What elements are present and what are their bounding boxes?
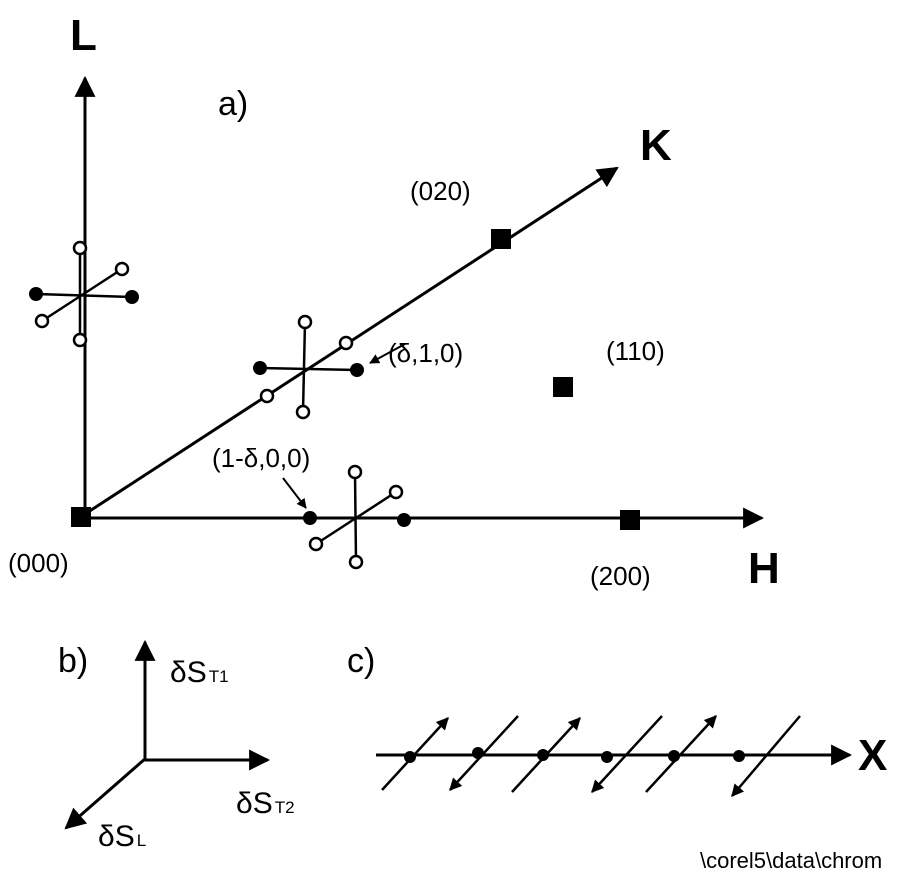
label-satellite-k: (δ,1,0): [388, 338, 463, 368]
k-axis-label: K: [640, 121, 672, 170]
file-path-text: \corel5\data\chrom: [700, 848, 882, 873]
satellite-cluster-l: [29, 240, 139, 348]
panel-c-label: c): [347, 642, 375, 680]
satellite-cluster-k: [253, 314, 364, 420]
bragg-point-200: [620, 510, 640, 530]
spin-site-5: [645, 715, 717, 793]
satellite-cluster-h: [303, 464, 411, 570]
spin-site-6: [731, 715, 801, 797]
label-020: (020): [410, 176, 471, 206]
pointer-satellite-k: [369, 343, 406, 364]
l-axis-label: L: [70, 11, 97, 60]
panel-b-label: b): [58, 642, 88, 680]
bragg-point-110: [553, 377, 573, 397]
h-axis-label: H: [748, 544, 780, 593]
x-axis-label: X: [858, 731, 887, 780]
label-200: (200): [590, 561, 651, 591]
bragg-point-000: [71, 507, 91, 527]
spin-site-3: [511, 717, 581, 793]
panel-a: a) L H K (000) (020) (110) (200) (δ,1,0)…: [8, 11, 780, 593]
spin-site-2: [449, 715, 519, 791]
label-satellite-h: (1-δ,0,0): [212, 443, 310, 473]
spin-site-1: [381, 717, 449, 791]
spin-site-4: [591, 715, 663, 793]
label-110: (110): [606, 336, 665, 366]
l-spin-axis: [64, 756, 147, 830]
bragg-point-020: [491, 229, 511, 249]
pointer-satellite-h: [282, 477, 307, 509]
label-000: (000): [8, 548, 69, 578]
panel-c: c) X: [347, 642, 887, 797]
panel-a-label: a): [218, 85, 248, 123]
